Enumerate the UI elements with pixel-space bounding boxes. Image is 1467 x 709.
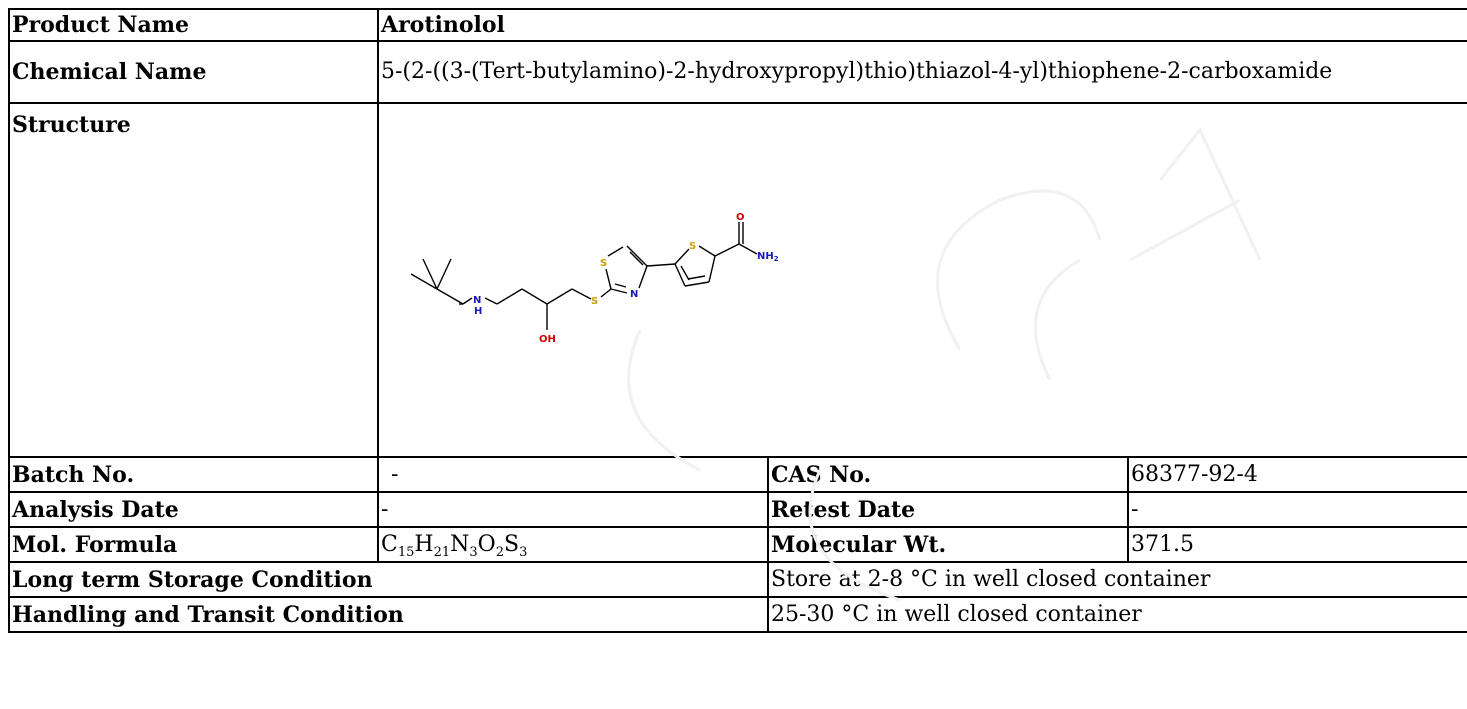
structure-bonds <box>410 222 758 330</box>
row-handling: Handling and Transit Condition 25-30 °C … <box>8 596 1467 633</box>
structure-atoms: N H OH S S N S O NH2 <box>473 212 779 345</box>
mol-wt-value: 371.5 <box>1126 526 1467 563</box>
product-name-label: Product Name <box>8 8 379 42</box>
row-chemical-name: Chemical Name 5-(2-((3-(Tert-butylamino)… <box>8 40 1467 104</box>
row-product-name: Product Name Arotinolol <box>8 8 1467 42</box>
row-analysis: Analysis Date - Retest Date - <box>8 491 1467 528</box>
atom-n-thiazole: N <box>630 289 638 300</box>
atom-s-thiophene: S <box>689 241 696 252</box>
handling-value: 25-30 °C in well closed container <box>766 596 1467 633</box>
retest-date-value: - <box>1126 491 1467 528</box>
product-name-value: Arotinolol <box>376 8 1467 42</box>
row-structure: Structure <box>8 102 1467 458</box>
atom-s-thioether: S <box>591 296 598 307</box>
atom-nh2: NH2 <box>757 251 779 263</box>
batch-value: - <box>377 456 769 493</box>
analysis-date-label: Analysis Date <box>8 491 379 528</box>
analysis-date-value: - <box>377 491 769 528</box>
retest-date-label: Retest Date <box>767 491 1129 528</box>
handling-label: Handling and Transit Condition <box>8 596 769 633</box>
atom-o-amide: O <box>736 212 745 223</box>
row-batch: Batch No. - CAS No. 68377-92-4 <box>8 456 1467 493</box>
structure-label-cell: Structure <box>8 102 379 458</box>
cas-value: 68377-92-4 <box>1126 456 1467 493</box>
mol-wt-label: Molecular Wt. <box>767 526 1129 563</box>
row-formula: Mol. Formula C15H21N3O2S3 Molecular Wt. … <box>8 526 1467 563</box>
chemical-name-value: 5-(2-((3-(Tert-butylamino)-2-hydroxyprop… <box>376 40 1467 104</box>
storage-value: Store at 2-8 °C in well closed container <box>766 561 1467 598</box>
atom-oh: OH <box>539 334 556 345</box>
batch-label: Batch No. <box>8 456 379 493</box>
formula-value: C15H21N3O2S3 <box>377 526 769 563</box>
row-storage: Long term Storage Condition Store at 2-8… <box>8 561 1467 598</box>
atom-h-amine: H <box>474 306 482 317</box>
structure-label: Structure <box>12 112 131 138</box>
structure-cell: N H OH S S N S O NH2 <box>376 102 1467 458</box>
coa-table: Product Name Arotinolol Chemical Name 5-… <box>8 8 1467 633</box>
storage-label: Long term Storage Condition <box>8 561 769 598</box>
atom-s-thiazole: S <box>600 258 607 269</box>
structure-diagram: N H OH S S N S O NH2 <box>410 212 779 345</box>
atom-n-amine: N <box>473 295 481 306</box>
cas-label: CAS No. <box>767 456 1129 493</box>
formula-label: Mol. Formula <box>8 526 379 563</box>
chemical-name-label: Chemical Name <box>8 40 379 104</box>
